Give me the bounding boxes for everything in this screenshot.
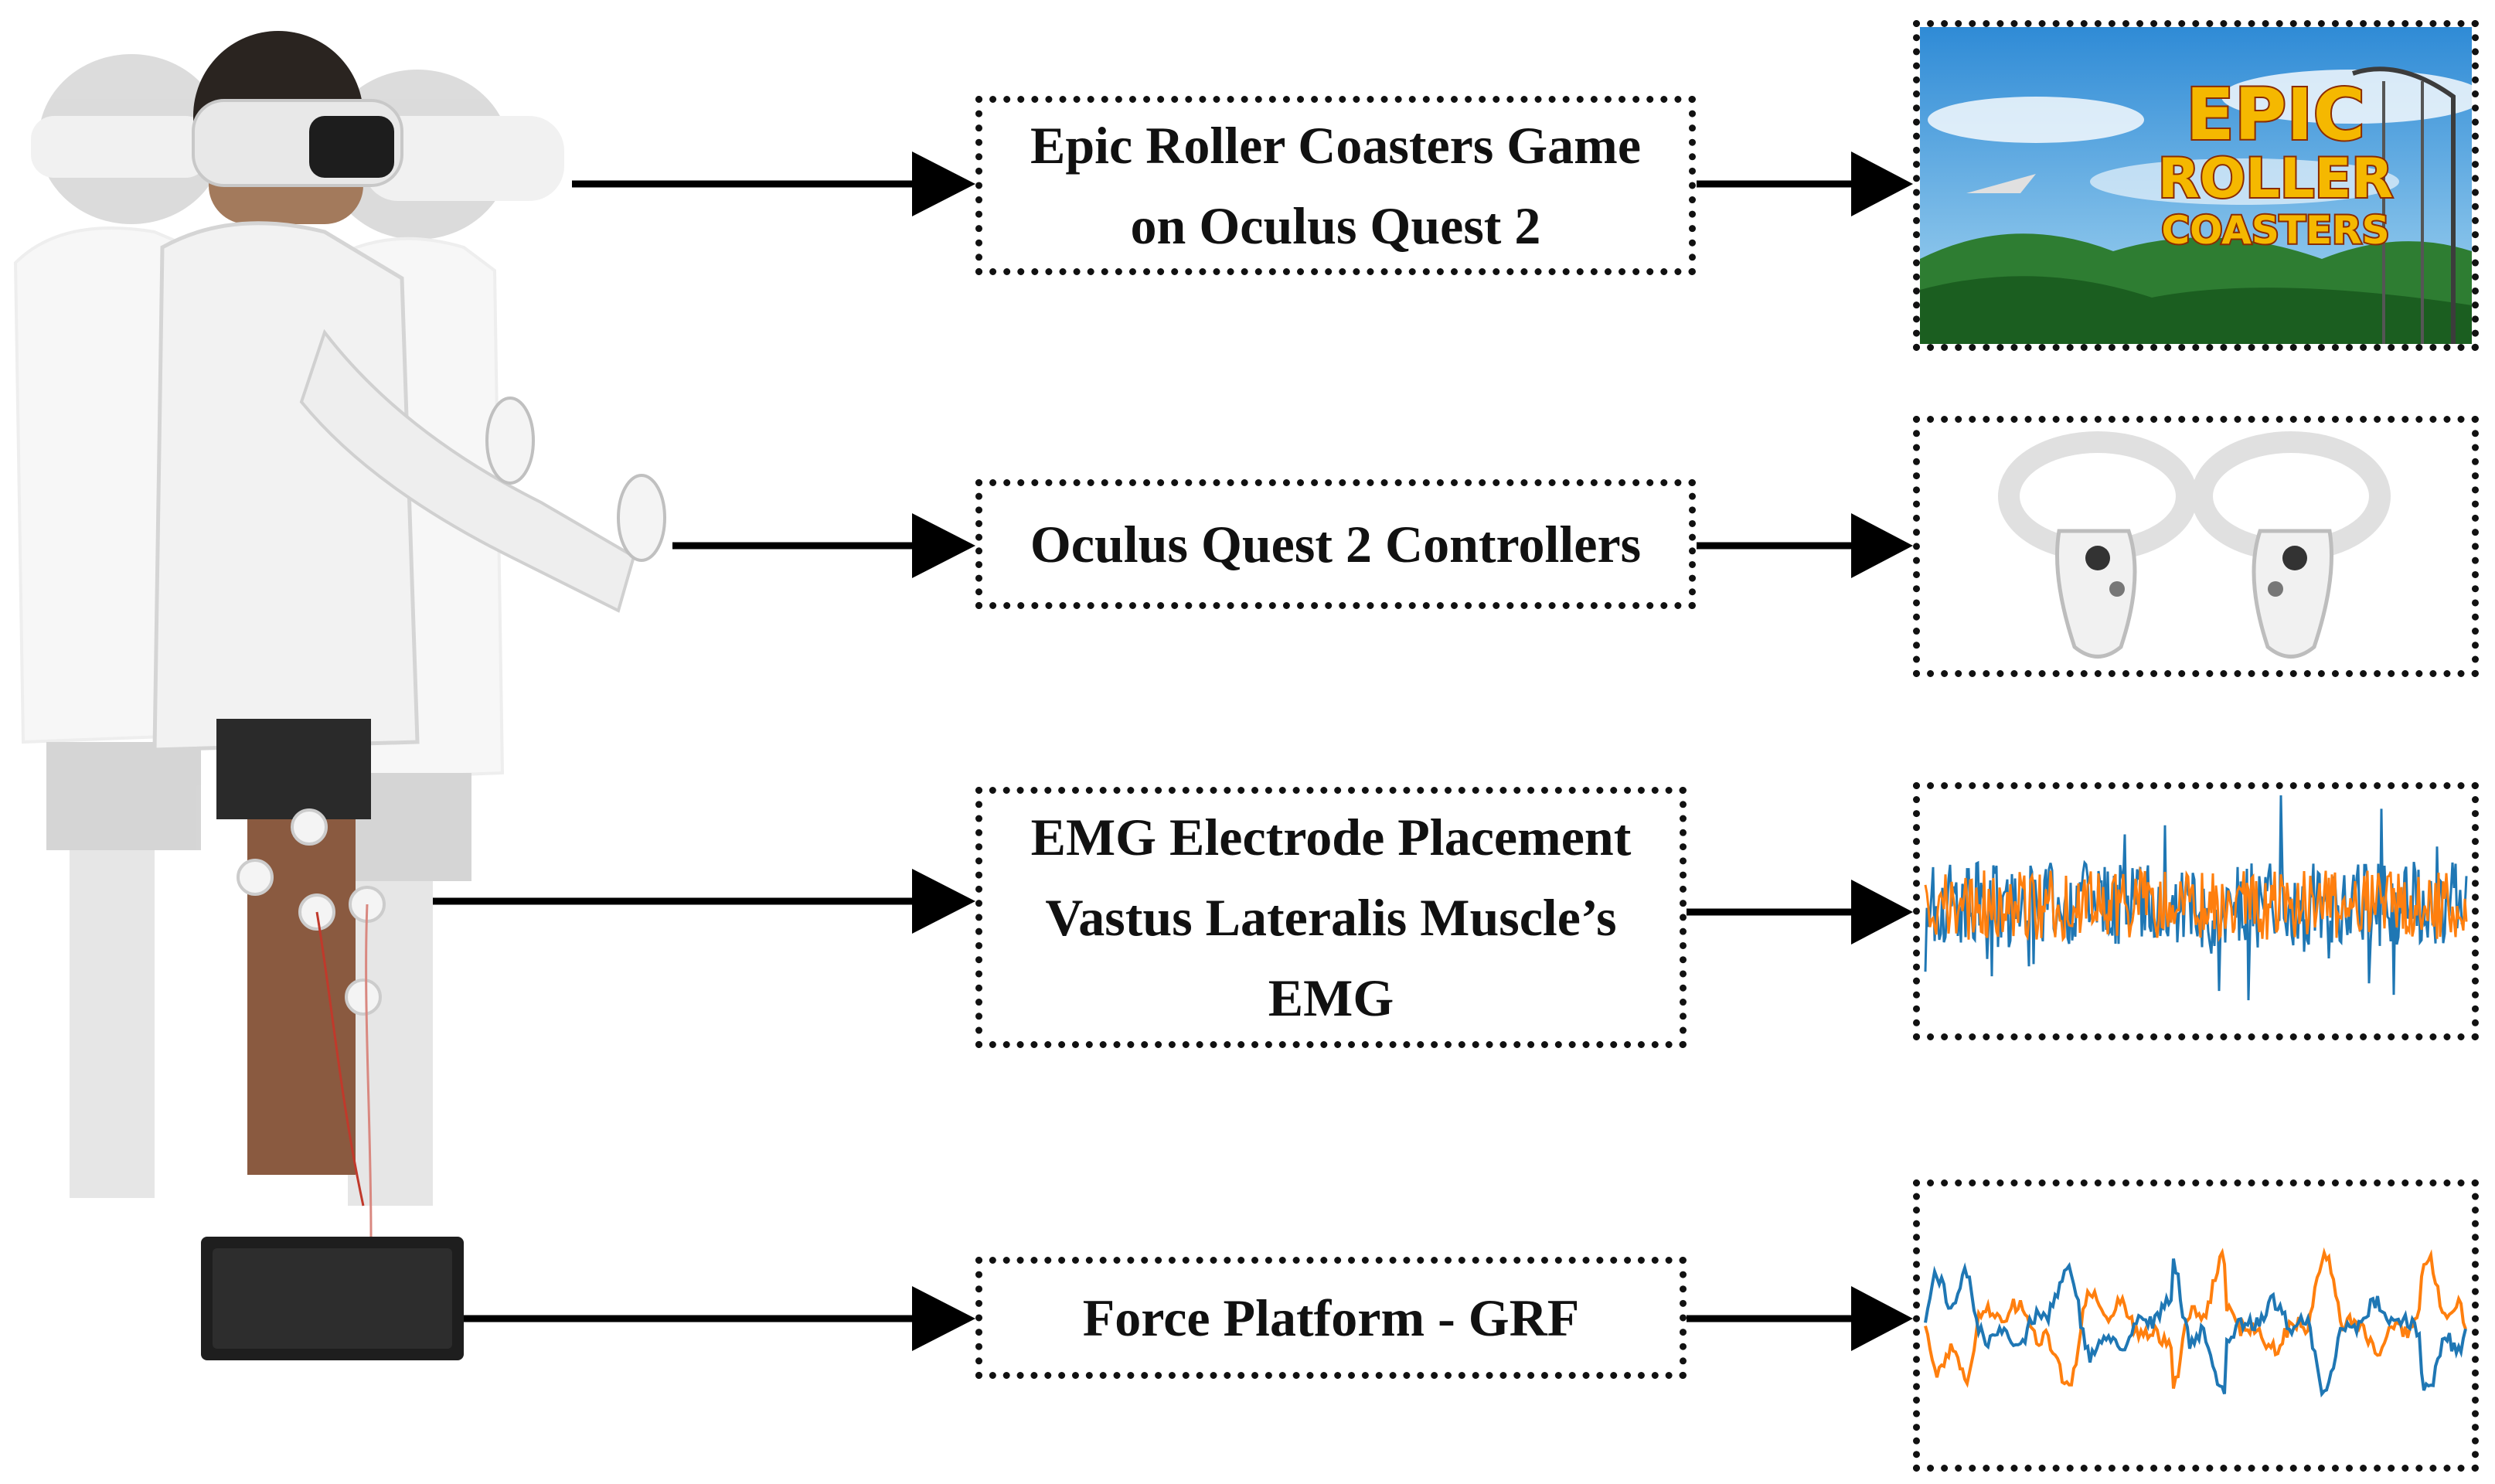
label-emg-line-2: Vastus Lateralis Muscle’s [1045,888,1617,947]
label-box-headset: Epic Roller Coasters Game on Oculus Ques… [975,96,1696,275]
game-logo-line-2: ROLLER [2158,147,2393,210]
output-box-emg [1913,782,2479,1040]
label-emg-line-3: EMG [1268,968,1394,1027]
emg-series-1-line [1924,795,2468,1001]
output-box-grf [1913,1179,2479,1472]
emg-signal-plot [1924,795,2468,1001]
right-controller-icon [2191,431,2391,659]
emg-series-2-line [1924,866,2468,943]
label-headset-line-2: on Oculus Quest 2 [1130,196,1541,255]
controllers-image [1998,431,2391,659]
grf-series-2-line [1924,1247,2467,1389]
grf-series-1-line [1924,1258,2467,1398]
label-box-emg: EMG Electrode Placement Vastus Lateralis… [975,787,1687,1048]
game-logo-line-1: EPIC [2186,73,2365,156]
label-controllers-line-1: Oculus Quest 2 Controllers [1030,515,1642,574]
label-headset-line-1: Epic Roller Coasters Game [1030,116,1642,175]
label-box-force: Force Platform - GRF [975,1257,1687,1379]
person-main [152,31,666,1360]
label-box-controllers: Oculus Quest 2 Controllers [975,479,1696,609]
game-logo-line-3: COASTERS [2161,208,2389,253]
label-force-line-1: Force Platform - GRF [1082,1288,1580,1347]
controller-in-hand-icon [485,397,535,485]
left-controller-icon [1998,431,2197,659]
output-box-controllers [1913,416,2479,677]
emg-electrode-icon [291,808,328,846]
label-emg-line-1: EMG Electrode Placement [1030,808,1632,866]
game-screenshot: EPIC ROLLER COASTERS [1920,27,2472,344]
person-vr-illustration [13,31,666,1360]
output-box-game: EPIC ROLLER COASTERS [1913,20,2479,351]
grf-signal-plot [1924,1247,2467,1398]
